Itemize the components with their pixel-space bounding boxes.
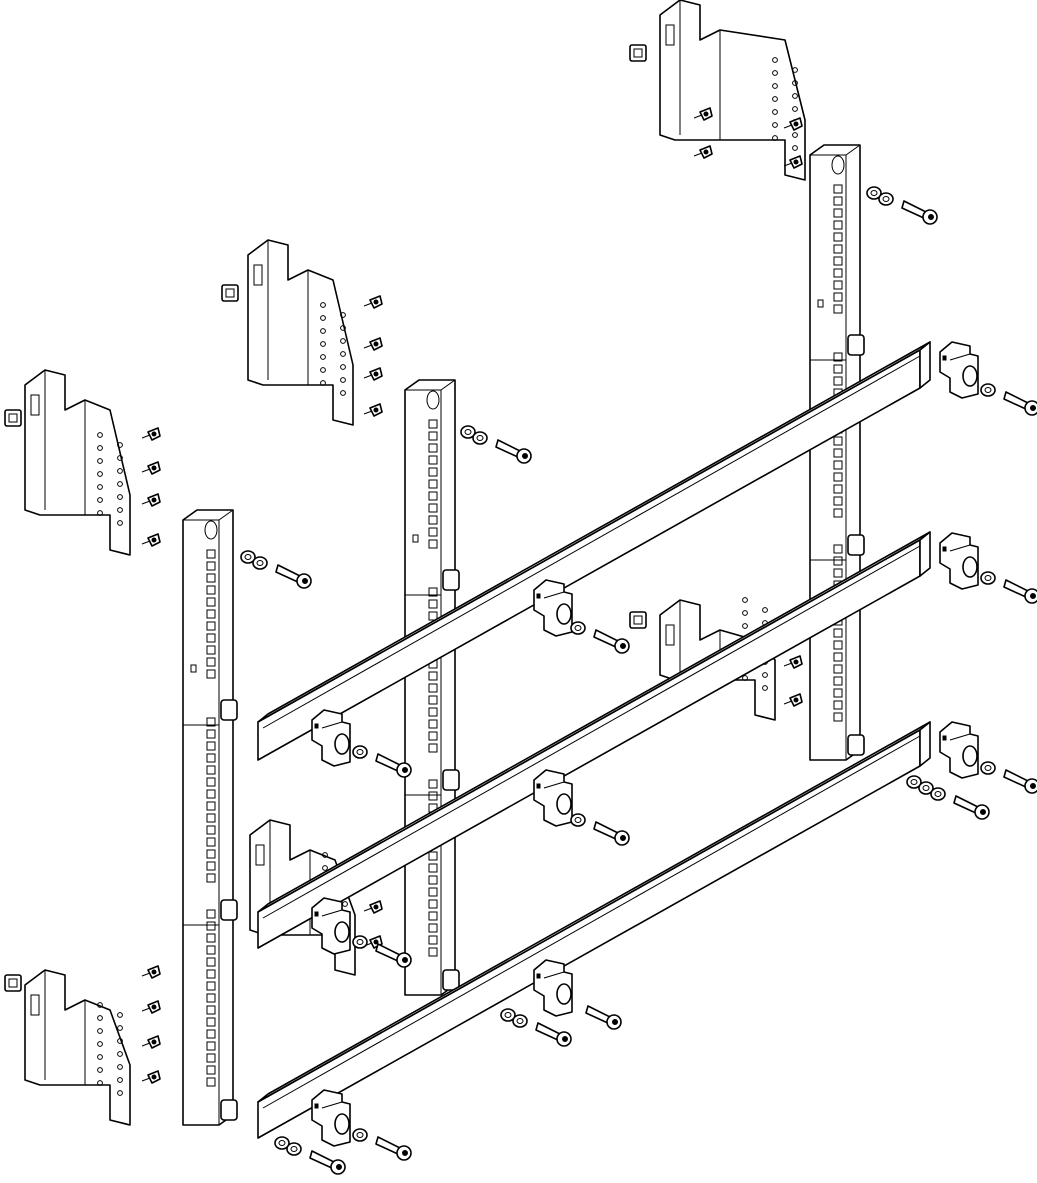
- bottom-busbar: [257, 721, 931, 1139]
- bolt-with-washers: [980, 761, 1037, 794]
- rivet-screw: [141, 1000, 161, 1014]
- busbar-clamp: [939, 532, 979, 590]
- cage-nut: [221, 284, 239, 302]
- busbar-clamp: [939, 341, 979, 399]
- cage-nut: [4, 409, 22, 427]
- busbar-clamp: [311, 1089, 351, 1147]
- left-vertical-support-post: [182, 509, 238, 1126]
- busbar-clamp: [533, 769, 573, 827]
- rivet-screw: [141, 493, 161, 507]
- bolt-with-washers: [460, 425, 532, 464]
- bolt-with-washers: [980, 383, 1037, 416]
- rivet-screw: [363, 337, 383, 351]
- rivet-screw: [783, 693, 803, 707]
- busbar-clamp: [311, 709, 351, 767]
- busbar-clamp: [533, 579, 573, 637]
- bolt-with-washers: [240, 550, 312, 589]
- rivet-screw: [693, 107, 713, 121]
- rivet-screw: [363, 295, 383, 309]
- rivet-screw: [693, 145, 713, 159]
- rivet-screw: [783, 655, 803, 669]
- rivet-screw: [363, 367, 383, 381]
- bolt-with-washers: [352, 935, 412, 968]
- middle-busbar: [257, 531, 931, 949]
- upper-left-mounting-bracket: [24, 369, 131, 556]
- rivet-screw: [363, 900, 383, 914]
- cage-nut: [629, 44, 647, 62]
- rivet-screw: [141, 965, 161, 979]
- upper-middle-mounting-bracket: [247, 239, 354, 426]
- top-busbar: [257, 341, 931, 761]
- bolt-with-washers: [570, 621, 630, 654]
- rivet-screw: [783, 155, 803, 169]
- middle-vertical-support-post: [404, 379, 460, 996]
- rivet-screw: [141, 533, 161, 547]
- rivet-screw: [363, 403, 383, 417]
- busbar-clamp: [533, 959, 573, 1017]
- bolt-with-washers: [866, 186, 938, 225]
- cage-nut: [629, 611, 647, 629]
- lower-left-mounting-bracket: [24, 969, 131, 1126]
- bolt-with-washers: [585, 1005, 622, 1030]
- bolt-with-washers: [352, 745, 412, 778]
- top-right-mounting-bracket: [659, 0, 806, 181]
- rivet-screw: [141, 1035, 161, 1049]
- rivet-screw: [783, 117, 803, 131]
- busbar-clamp: [939, 721, 979, 779]
- busbar-clamp: [311, 897, 351, 955]
- bolt-with-washers: [980, 571, 1037, 604]
- bolt-with-washers: [352, 1128, 412, 1161]
- rivet-screw: [141, 427, 161, 441]
- rivet-screw: [141, 461, 161, 475]
- rivet-screw: [141, 1070, 161, 1084]
- cage-nut: [4, 974, 22, 992]
- bolt-with-washers: [570, 813, 630, 846]
- bolt-with-washers: [500, 1008, 572, 1047]
- bolt-with-washers: [274, 1136, 346, 1175]
- bolt-with-washers: [906, 775, 990, 820]
- right-vertical-support-post: [809, 144, 865, 761]
